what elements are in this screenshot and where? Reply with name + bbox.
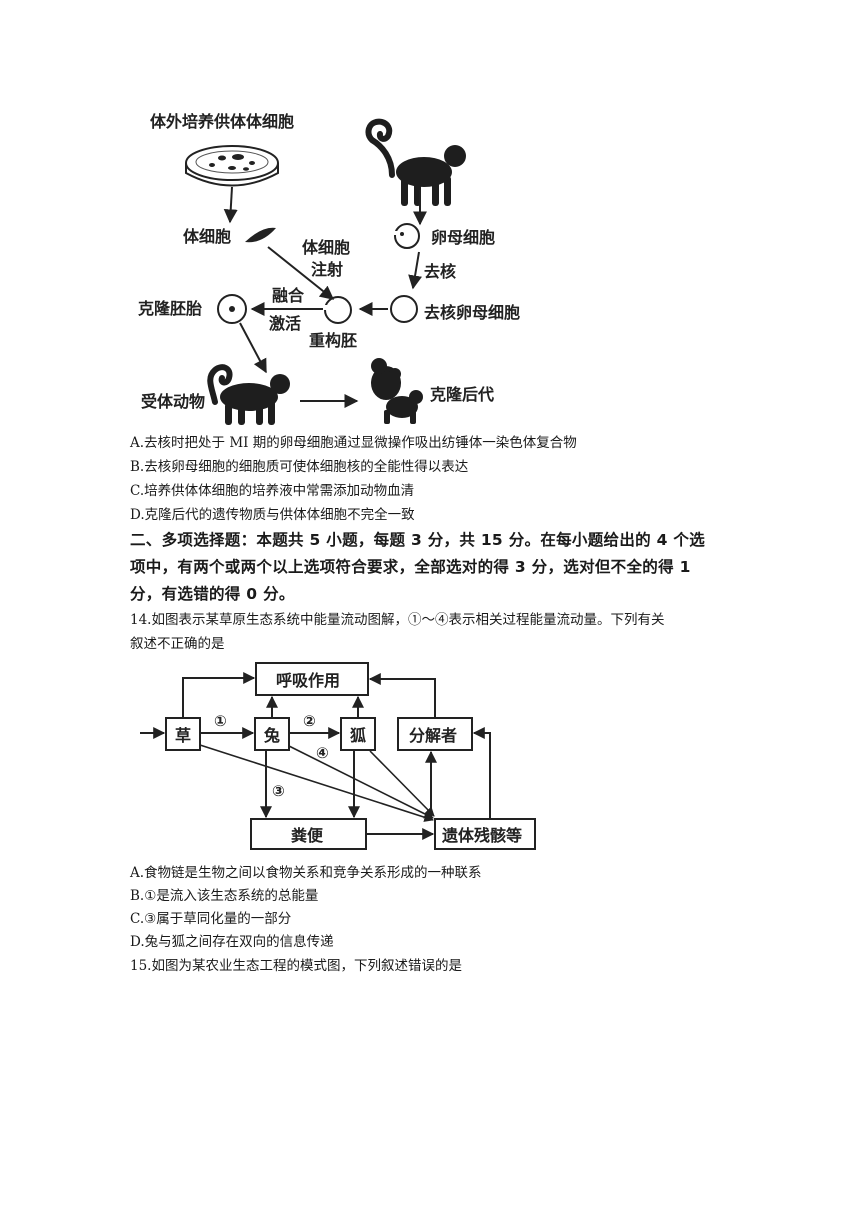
q13-option-d: D.克隆后代的遗传物质与供体体细胞不完全一致 — [130, 507, 415, 523]
reconstructed-embryo-icon — [322, 296, 352, 324]
injection-label-1: 体细胞 — [302, 238, 350, 257]
section-2-line-2: 项中，有两个或两个以上选项符合要求，全部选对的得 3 分，选对但不全的得 1 — [130, 558, 691, 576]
q14-option-a: A.食物链是生物之间以食物关系和竞争关系形成的一种联系 — [130, 865, 482, 881]
oocyte-label: 卵母细胞 — [431, 228, 495, 247]
label-1: ① — [214, 712, 227, 730]
respiration-label: 呼吸作用 — [276, 671, 340, 690]
decomposer-box — [397, 717, 473, 751]
feces-label: 粪便 — [291, 826, 324, 845]
grass-box — [165, 717, 201, 751]
offspring-label: 克隆后代 — [430, 385, 494, 404]
q14-stem-line-2: 叙述不正确的是 — [130, 636, 225, 652]
cloning-diagram: 体外培养供体体细胞 体细胞 卵母细胞 去核 体细胞 注射 去核卵母细 — [138, 112, 520, 425]
reconstructed-embryo-label: 重构胚 — [309, 331, 357, 350]
q13-option-b: B.去核卵母细胞的细胞质可使体细胞核的全能性得以表达 — [130, 459, 469, 475]
label-4: ④ — [316, 744, 329, 762]
feces-box — [250, 818, 367, 850]
enucleate-label: 去核 — [424, 262, 456, 281]
injection-label-2: 注射 — [311, 260, 343, 279]
remains-box — [434, 818, 536, 850]
recipient-monkey-icon — [207, 364, 290, 425]
section-2-line-1: 二、多项选择题：本题共 5 小题，每题 3 分，共 15 分。在每小题给出的 4… — [130, 531, 705, 549]
donor-culture-label: 体外培养供体体细胞 — [150, 112, 294, 131]
offspring-monkeys-icon — [371, 358, 423, 424]
clone-embryo-icon — [217, 294, 247, 324]
decomposer-label: 分解者 — [409, 726, 457, 745]
petri-dish-icon — [185, 145, 279, 187]
q14-option-b: B.①是流入该生态系统的总能量 — [130, 888, 319, 904]
q14-option-c: C.③属于草同化量的一部分 — [130, 911, 292, 927]
enucleated-oocyte-icon — [390, 295, 418, 323]
grass-label: 草 — [175, 726, 191, 745]
oocyte-icon — [393, 223, 420, 249]
donor-monkey-icon — [365, 118, 466, 206]
somatic-cell-label: 体细胞 — [183, 227, 231, 246]
q14-option-d: D.兔与狐之间存在双向的信息传递 — [130, 934, 334, 950]
somatic-cell-icon — [245, 227, 276, 243]
rabbit-label: 兔 — [263, 726, 280, 745]
q13-option-c: C.培养供体体细胞的培养液中常需添加动物血清 — [130, 483, 415, 499]
fuse-label: 融合 — [272, 286, 305, 305]
label-3: ③ — [272, 782, 285, 800]
enucleated-oocyte-label: 去核卵母细胞 — [424, 303, 520, 322]
remains-label: 遗体残骸等 — [441, 826, 522, 845]
clone-embryo-label: 克隆胚胎 — [138, 299, 202, 318]
label-2: ② — [303, 712, 316, 730]
q13-option-a: A.去核时把处于 MI 期的卵母细胞通过显微操作吸出纺锤体一染色体复合物 — [130, 435, 577, 451]
fox-label: 狐 — [350, 726, 366, 745]
activate-label: 激活 — [269, 314, 301, 333]
recipient-label: 受体动物 — [141, 392, 205, 411]
q15-stem: 15.如图为某农业生态工程的模式图，下列叙述错误的是 — [130, 958, 462, 974]
rabbit-box — [254, 717, 290, 751]
respiration-box — [255, 662, 369, 696]
q14-stem-line-1: 14.如图表示某草原生态系统中能量流动图解，①～④表示相关过程能量流动量。下列有… — [130, 612, 665, 628]
fox-box — [340, 717, 376, 751]
section-2-line-3: 分，有选错的得 0 分。 — [130, 585, 295, 603]
